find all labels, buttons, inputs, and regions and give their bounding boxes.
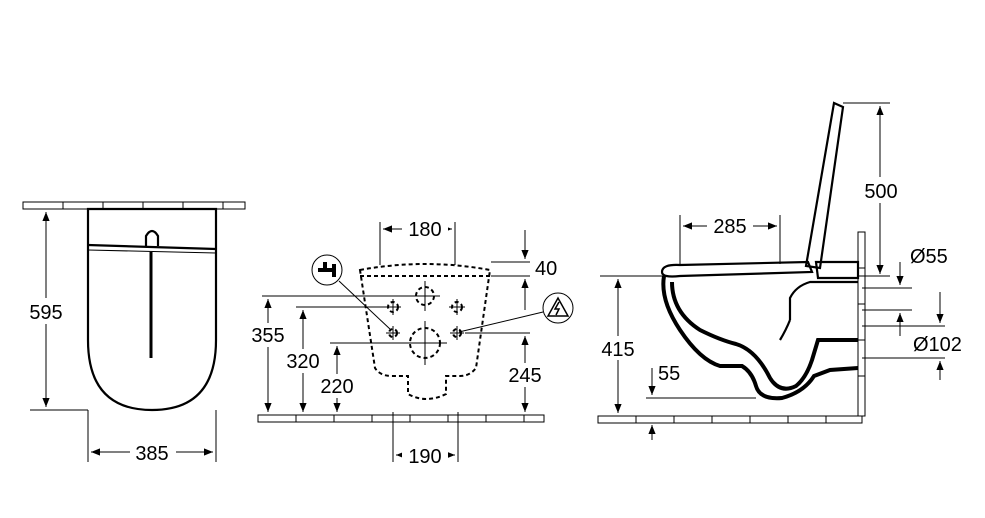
mounting-left-320-label: 320: [286, 351, 319, 373]
mounting-left-355-label: 355: [251, 325, 284, 347]
side-length-label: 285: [713, 216, 746, 238]
floor-strip-middle: [257, 414, 545, 423]
side-lid-height-label: 500: [864, 181, 897, 203]
front-bowl-outline: [86, 207, 218, 412]
mounting-top-offset-label: 40: [535, 258, 557, 280]
wall-strip-top: [22, 201, 246, 210]
front-hinge-slot: [144, 229, 160, 246]
side-floor-gap-label: 55: [658, 363, 680, 385]
mounting-dashed-contour: [358, 263, 492, 400]
water-tap-icon: [311, 254, 392, 331]
mounting-right-245-label: 245: [508, 365, 541, 387]
side-seat-height-label: 415: [601, 339, 634, 361]
side-seat: [660, 260, 814, 278]
mounting-top-spacing-label: 180: [408, 219, 441, 241]
side-view: 285 500 Ø55 Ø102 415 55: [596, 101, 962, 440]
front-width-label: 385: [135, 443, 168, 465]
side-lid: [804, 101, 845, 270]
wall-strip-right: [857, 231, 866, 417]
floor-strip-right: [597, 415, 863, 424]
front-seat-line: [87, 243, 217, 251]
side-bowl-inner: [670, 281, 858, 391]
side-inlet-diameter-label: Ø55: [910, 246, 948, 268]
side-bowl-outer: [661, 275, 859, 401]
mounting-left-220-label: 220: [320, 376, 353, 398]
electrical-warning-icon: [458, 292, 574, 333]
mounting-bottom-spacing-label: 190: [408, 446, 441, 468]
side-outlet-diameter-label: Ø102: [913, 334, 962, 356]
front-height-label: 595: [29, 302, 62, 324]
front-view: 595 385: [22, 201, 246, 465]
mounting-view: 180 40 355 320 220 245 190: [246, 216, 574, 468]
